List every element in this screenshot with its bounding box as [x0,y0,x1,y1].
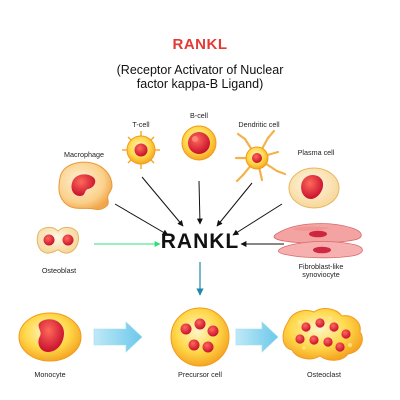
osteoblast-illustration [36,226,79,254]
arrow-plasma-to-rankl [232,203,283,236]
subtitle-line-2: factor kappa-B Ligand) [136,77,264,91]
label-macrophage: Macrophage [64,150,104,159]
label-dendritic-cell: Dendritic cell [238,120,280,129]
center-rankl-label: RANKL [160,230,240,253]
precursor-cell-illustration [170,307,230,367]
fibroblast-synoviocyte-illustration [273,223,363,259]
arrow-tcell-to-rankl [141,176,184,227]
monocyte-illustration [18,312,82,362]
label-bcell: B-cell [190,111,208,120]
label-tcell: T-cell [132,120,150,129]
bcell-illustration [181,125,217,161]
diagram-title: RANKL [172,36,228,53]
plasma-cell-illustration [288,167,340,209]
label-fibroblast-line-2: synoviocyte [302,270,340,279]
tcell-illustration [122,131,160,169]
diagram-subtitle: (Receptor Activator of Nuclear factor ka… [0,63,400,91]
label-osteoblast: Osteoblast [41,266,77,275]
subtitle-line-1: (Receptor Activator of Nuclear [116,63,284,77]
arrow-bcell-to-rankl [196,180,203,225]
label-fibroblast-synoviocyte: Fibroblast-like synoviocyte [286,263,356,279]
arrows [93,176,284,353]
macrophage-illustration [58,161,113,210]
dendritic-cell-illustration [234,129,287,183]
label-fibroblast-line-1: Fibroblast-like [298,262,344,271]
block-arrow-precursor-to-osteoclast [235,321,279,353]
label-plasma-cell: Plasma cell [297,148,335,157]
block-arrow-monocyte-to-precursor [93,321,143,353]
arrow-macrophage-to-rankl [114,203,169,236]
osteoclast-illustration [282,308,363,361]
label-monocyte: Monocyte [34,370,66,379]
label-osteoclast: Osteoclast [307,370,341,379]
label-precursor-cell: Precursor cell [178,370,222,379]
arrow-dendritic-to-rankl [216,182,253,227]
